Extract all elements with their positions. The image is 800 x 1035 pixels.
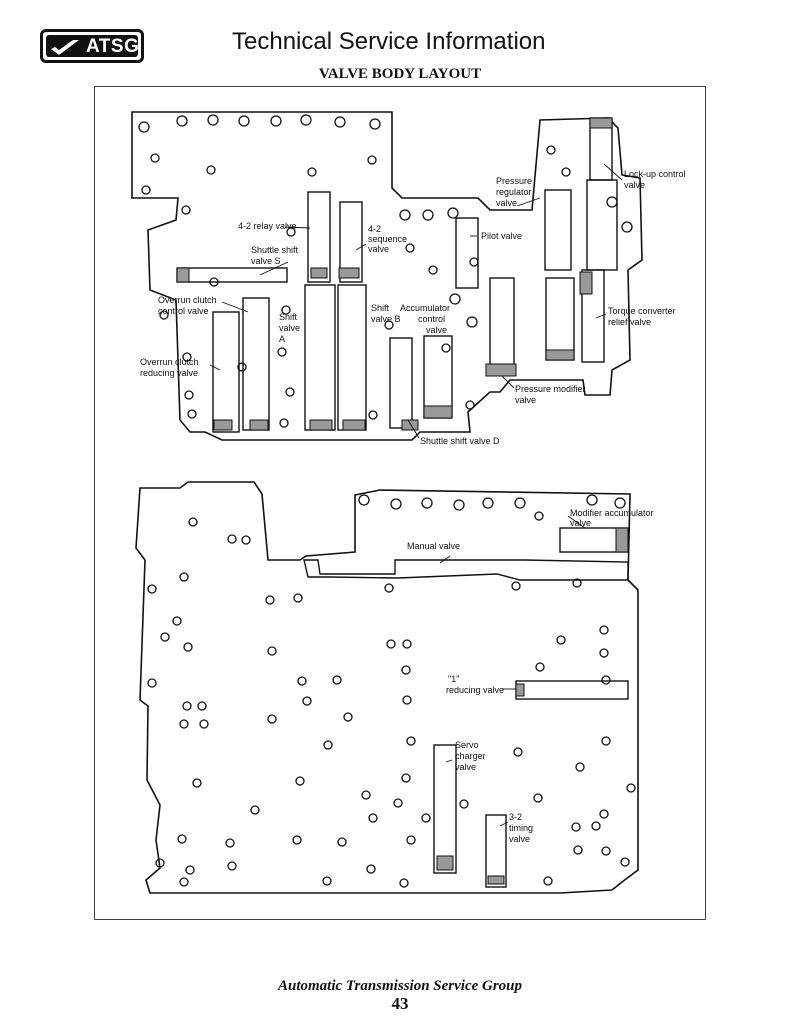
overrun-reducing-label-2: reducing valve (140, 368, 198, 378)
accumulator-control-label-2: control (418, 314, 445, 324)
timing-32-label-1: 3-2 (509, 812, 522, 822)
pressure-regulator-label-3: valve (496, 198, 517, 208)
overrun-control-label-1: Overrun clutch (158, 295, 217, 305)
overrun-reducing-label-1: Overrun clutch (140, 357, 199, 367)
diagram-frame (94, 86, 706, 920)
modifier-accumulator-label-2: valve (570, 518, 591, 528)
svg-text:Pilot valve: Pilot valve (481, 231, 522, 241)
relay-42-label: 4-2 relay valve (238, 221, 297, 231)
shift-a-label-3: A (279, 334, 285, 344)
shift-a-label-2: valve (279, 323, 300, 333)
torque-converter-label-1: Torque converter (608, 306, 676, 316)
torque-converter-label-2: relief valve (608, 317, 651, 327)
shift-a-label-1: Shift (279, 312, 298, 322)
servo-charger-label-2: charger (455, 751, 486, 761)
overrun-control-label-2: control valve (158, 306, 209, 316)
reducing-1-label-1: "1" (448, 674, 459, 684)
pressure-modifier-label-2: valve (515, 395, 536, 405)
reducing-1-label-2: reducing valve (446, 685, 504, 695)
checkmark-icon (51, 40, 79, 55)
pressure-modifier-label-1: Pressure modifier (515, 384, 586, 394)
modifier-accumulator-label-1: Modifier accumulator (570, 508, 654, 518)
sequence-42-label-2: sequence (368, 234, 407, 244)
pilot-label: Pilot valve (481, 231, 522, 241)
section-title: VALVE BODY LAYOUT (318, 66, 482, 82)
pressure-regulator-label-1: Pressure (496, 176, 532, 186)
page-number: 43 (391, 994, 409, 1013)
svg-text:Shuttle shift valve D: Shuttle shift valve D (420, 436, 500, 446)
shuttle-d-label: Shuttle shift valve D (420, 436, 500, 446)
shuttle-s-label-1: Shuttle shift (251, 245, 299, 255)
svg-text:"1"reducing valve: "1"reducing valve (446, 674, 504, 695)
servo-charger-label-3: valve (455, 762, 476, 772)
lower-valve-body (135, 481, 639, 894)
sequence-42-label-1: 4-2 (368, 224, 381, 234)
logo-text: ATSG (86, 36, 140, 57)
lockup-label-2: valve (624, 180, 645, 190)
timing-32-label-3: valve (509, 834, 530, 844)
logo-badge: ATSG (46, 35, 140, 57)
shift-b-label-2: valve B (371, 314, 401, 324)
shift-b-label-1: Shift (371, 303, 390, 313)
upper-valve-body (131, 111, 643, 441)
svg-text:4-2 relay valve: 4-2 relay valve (238, 221, 297, 231)
sequence-42-label-3: valve (368, 244, 389, 254)
shuttle-s-label-2: valve S (251, 256, 281, 266)
header-title: Technical Service Information (232, 28, 546, 55)
accumulator-control-label-3: valve (426, 325, 447, 335)
atsg-logo: ATSG (40, 29, 144, 63)
lockup-label-1: Lock-up control (624, 169, 686, 179)
svg-text:Manual valve: Manual valve (407, 541, 460, 551)
timing-32-label-2: timing (509, 823, 533, 833)
manual-valve-label: Manual valve (407, 541, 460, 551)
pressure-regulator-label-2: regulator (496, 187, 532, 197)
leader-lines (209, 163, 623, 827)
servo-charger-label-1: Servo (455, 740, 479, 750)
footer-organization: Automatic Transmission Service Group (277, 978, 523, 994)
accumulator-control-label-1: Accumulator (400, 303, 450, 313)
